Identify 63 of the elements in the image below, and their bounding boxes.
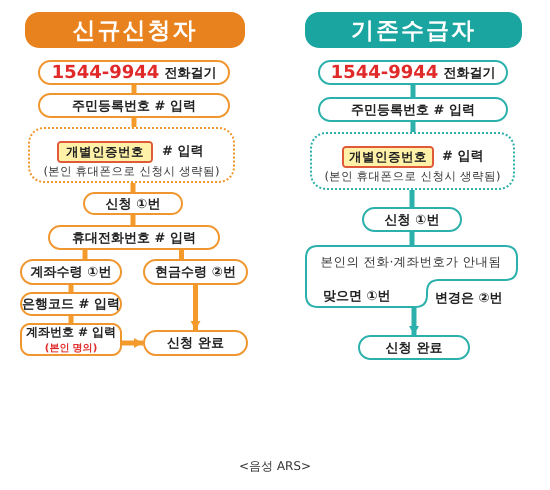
connector-line — [68, 316, 74, 323]
box-label: 휴대전화번호 # 입력 — [72, 230, 196, 246]
box-label: 신청 완료 — [167, 335, 224, 352]
box-label: 개별인증번호 — [66, 144, 144, 160]
dotted-box — [310, 132, 515, 190]
connector-line — [132, 85, 136, 93]
connector-line — [68, 285, 74, 292]
note-text: (본인 휴대폰으로 신청시 생략됨) — [324, 169, 502, 184]
connector-line — [130, 215, 136, 225]
box-label: 전화걸기 — [443, 64, 496, 82]
arrow — [122, 338, 143, 348]
caption: <음성 ARS> — [238, 458, 312, 475]
box-label: # 입력 — [442, 148, 484, 165]
step-box — [143, 330, 248, 356]
box-label: # 입력 — [162, 143, 204, 160]
box-label: 주민등록번호 # 입력 — [72, 98, 196, 114]
step-box — [362, 207, 462, 232]
step-box — [48, 225, 220, 250]
connector-line — [410, 122, 416, 132]
box-label: 현금수령 ②번 — [155, 264, 236, 281]
step-box — [358, 335, 470, 360]
connector-line — [179, 250, 184, 259]
box-label: 본인의 전화·계좌번호가 안내됨 — [320, 254, 502, 271]
box-label: 전화걸기 — [164, 64, 216, 82]
step-box — [20, 323, 122, 356]
connector-line — [410, 232, 414, 245]
connector-line — [410, 85, 416, 97]
connector-line — [82, 250, 88, 259]
step-box — [20, 259, 122, 285]
step-box — [318, 60, 508, 85]
box-label: 신청 완료 — [386, 340, 442, 356]
step-box — [318, 97, 508, 122]
note-text: (본인 명의) — [44, 342, 98, 355]
phone-number: 1544-9944 — [52, 62, 160, 83]
dotted-box — [28, 127, 235, 183]
step-box — [83, 192, 183, 215]
connector-line — [410, 190, 414, 207]
step-box — [38, 93, 230, 118]
box-label: 계좌번호 # 입력 — [26, 324, 116, 341]
notched-box — [305, 245, 518, 308]
box-label: 개별인증번호 — [349, 148, 427, 166]
box-label: 신청 ①번 — [106, 196, 160, 212]
step-box — [143, 259, 248, 285]
step-box — [38, 60, 230, 85]
title-banner — [305, 12, 522, 48]
phone-number: 1544-9944 — [330, 62, 438, 83]
box-label: 신청 ①번 — [384, 212, 440, 228]
banner-title: 신규신청자 — [72, 16, 198, 46]
connector-line — [130, 183, 136, 192]
arrow — [409, 308, 419, 335]
connector-line — [132, 118, 136, 127]
banner-title: 기존수급자 — [351, 16, 476, 46]
note-text: (본인 휴대폰으로 신청시 생략됨) — [42, 164, 220, 179]
title-banner — [25, 12, 245, 48]
box-label: 변경은 ②번 — [435, 290, 503, 307]
box-label: 계좌수령 ①번 — [30, 264, 112, 281]
highlight-box — [57, 141, 153, 163]
step-box — [20, 292, 122, 316]
highlight-box — [342, 146, 434, 168]
arrow — [190, 285, 200, 330]
box-label: 주민등록번호 # 입력 — [351, 102, 475, 118]
box-label: 맞으면 ①번 — [323, 288, 391, 305]
box-label: 은행코드 # 입력 — [22, 296, 120, 313]
